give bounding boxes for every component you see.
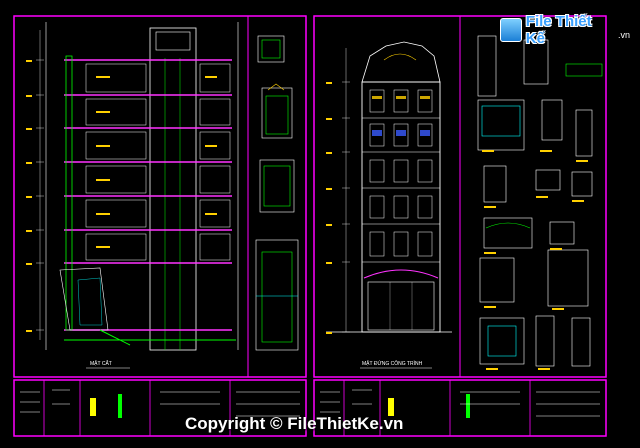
building-section: MẶT CẮT — [26, 22, 239, 369]
logo-domain: .vn — [617, 30, 630, 40]
detail-column-left — [255, 35, 299, 351]
sheet-right: MẶT ĐỨNG CÔNG TRÌNH — [313, 15, 607, 437]
logo-brand: File Thiết Kế — [525, 13, 592, 47]
sheet-left: MẶT CẮT — [13, 15, 307, 437]
site-logo[interactable]: File Thiết Kế .vn — [500, 13, 630, 47]
file-badge-icon — [500, 18, 522, 42]
detail-grid-right — [477, 35, 603, 370]
title-block-left — [20, 380, 300, 436]
title-block-right — [320, 380, 600, 436]
sheet-left-title: MẶT CẮT — [90, 359, 112, 367]
building-elevation: MẶT ĐỨNG CÔNG TRÌNH — [326, 41, 452, 369]
sheet-right-title: MẶT ĐỨNG CÔNG TRÌNH — [362, 360, 423, 367]
floor-slabs — [64, 59, 232, 331]
copyright-watermark: Copyright © FileThietKe.vn — [185, 414, 404, 433]
